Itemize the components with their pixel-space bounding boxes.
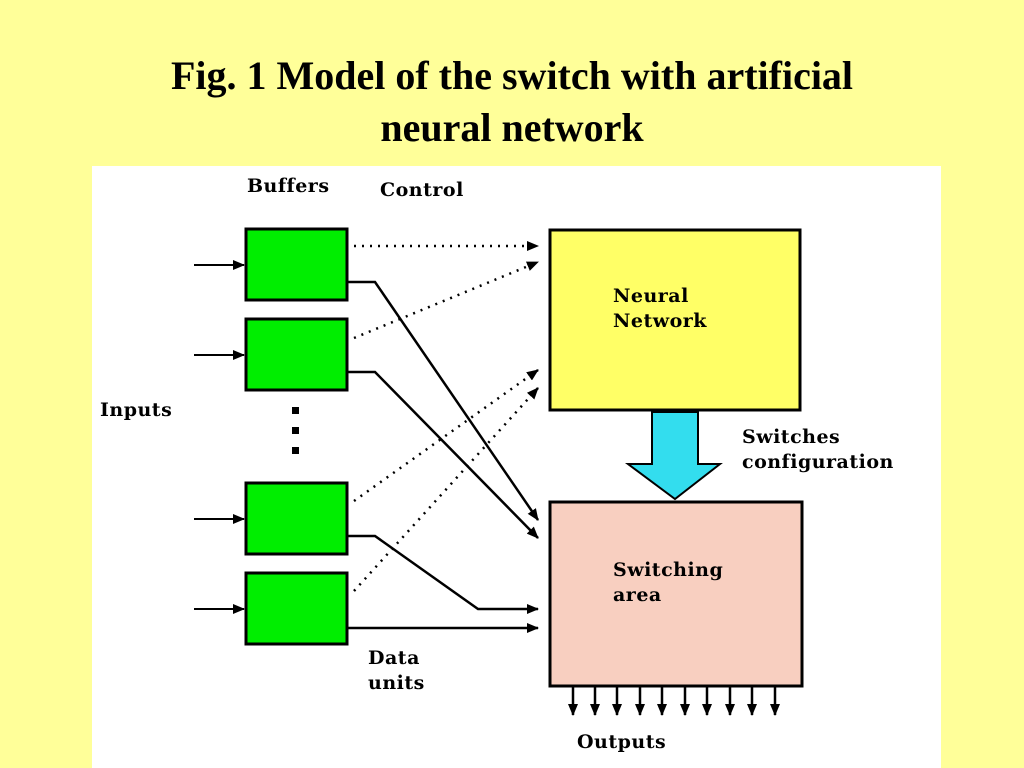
- switching-area-line-2: area: [613, 583, 662, 606]
- diagram-canvas: [194, 227, 804, 716]
- ellipsis-dots: [292, 407, 299, 454]
- data-lines: [347, 280, 540, 633]
- switching-area-label: Switching area: [613, 558, 723, 607]
- outputs-label: Outputs: [577, 731, 667, 753]
- switches-configuration-line-2: configuration: [742, 450, 894, 473]
- buffer-1: [244, 227, 349, 302]
- control-label: Control: [380, 179, 464, 201]
- slide-title: Fig. 1 Model of the switch with artifici…: [0, 50, 1024, 154]
- neural-network-line-1: Neural: [613, 285, 689, 307]
- title-line-2: neural network: [380, 105, 644, 150]
- neural-network-label: Neural Network: [613, 284, 707, 333]
- control-lines: [353, 241, 539, 592]
- title-line-1: Fig. 1 Model of the switch with artifici…: [170, 53, 854, 98]
- buffers-label: Buffers: [247, 175, 330, 197]
- neural-network-block: [548, 228, 802, 412]
- buffer-2: [244, 317, 349, 392]
- diagram-figure: Buffers Control Inputs Neural Network Sw…: [92, 166, 941, 768]
- data-units-label: Data units: [368, 646, 425, 695]
- data-units-line-2: units: [368, 671, 425, 694]
- data-units-line-1: Data: [368, 647, 420, 669]
- switches-configuration-label: Switches configuration: [742, 425, 894, 474]
- output-arrows: [568, 686, 780, 716]
- neural-network-line-2: Network: [613, 309, 707, 332]
- switches-configuration-arrow: [624, 411, 723, 501]
- buffer-4: [244, 571, 349, 646]
- inputs-label: Inputs: [100, 399, 173, 421]
- buffer-3: [244, 481, 349, 556]
- switches-configuration-line-1: Switches: [742, 426, 841, 448]
- switching-area-line-1: Switching: [613, 559, 724, 581]
- switching-area-block: [548, 500, 804, 688]
